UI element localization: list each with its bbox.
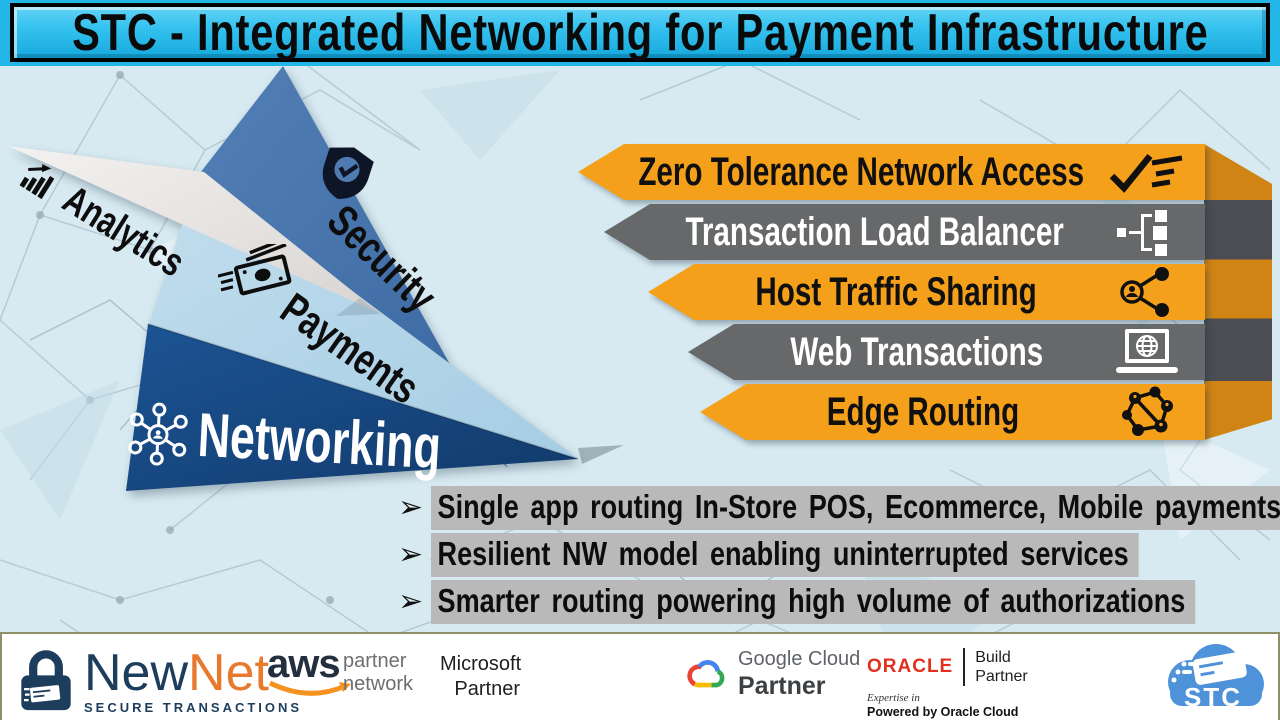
stc-wordmark: STC — [1184, 682, 1242, 712]
banner-web-transactions: Web Transactions — [688, 324, 1205, 380]
fan-segment-analytics: Analytics — [14, 152, 229, 310]
bar-chart-icon — [19, 163, 55, 199]
banner-label: Host Traffic Sharing — [755, 269, 1038, 314]
banner-arrow-shape — [700, 384, 1205, 440]
network-cluster-icon — [1103, 384, 1191, 440]
oracle-build-partner-text: Build Partner — [975, 649, 1028, 685]
fan-label-analytics: Analytics — [55, 177, 192, 286]
arrow-bullet-icon: ➢ — [398, 537, 424, 572]
user-share-icon — [1103, 264, 1191, 320]
bullet-text: Single app routing In-Store POS, Ecommer… — [431, 486, 1280, 530]
fan-tip-shadow — [578, 445, 624, 464]
network-hub-icon — [128, 402, 188, 466]
banner-block-side-fold — [1204, 144, 1272, 440]
banner-label: Transaction Load Balancer — [685, 209, 1064, 254]
load-balancer-tree-icon — [1103, 204, 1191, 260]
oracle-expertise-label: Expertise in — [867, 692, 920, 704]
google-cloud-partner-text: Google Cloud Partner — [738, 648, 861, 700]
fan-segment-networking: Networking — [124, 396, 537, 488]
oracle-powered-label: Powered by Oracle Cloud — [867, 705, 1019, 719]
aws-wordmark: aws — [267, 642, 341, 686]
banner-edge-routing: Edge Routing — [700, 384, 1205, 440]
page-title: STC - Integrated Networking for Payment … — [71, 3, 1209, 62]
footer-partner-bar: NewNet SECURE TRANSACTIONS aws partner n… — [0, 632, 1280, 720]
arrow-bullet-icon: ➢ — [398, 490, 424, 525]
google-cloud-partner-logo: Google Cloud Partner — [682, 648, 860, 701]
fan-label-networking: Networking — [196, 400, 443, 483]
divider — [963, 648, 966, 686]
aws-partner-network-label: partner network — [343, 650, 414, 695]
microsoft-partner-logo: Microsoft Partner — [440, 653, 522, 700]
arrow-bullet-icon: ➢ — [398, 584, 424, 619]
banner-label: Edge Routing — [826, 389, 1019, 434]
banner-zero-tolerance: Zero Tolerance Network Access — [578, 144, 1205, 200]
oracle-wordmark: ORACLE — [867, 656, 954, 677]
laptop-globe-icon — [1103, 324, 1191, 380]
checklist-check-icon — [1103, 144, 1191, 200]
title-box: STC - Integrated Networking for Payment … — [10, 3, 1270, 62]
aws-partner-logo: aws partner network — [267, 642, 413, 705]
bullet-text: Smarter routing powering high volume of … — [431, 580, 1196, 624]
newnet-logo: NewNet SECURE TRANSACTIONS — [14, 647, 303, 715]
bullet-text: Resilient NW model enabling uninterrupte… — [431, 533, 1139, 577]
bullet-item: ➢ Single app routing In-Store POS, Ecomm… — [398, 486, 1280, 530]
padlock-icon — [21, 650, 71, 711]
oracle-build-partner-logo: ORACLE Build Partner Expertise in Powere… — [867, 648, 1028, 719]
fan-label-security: Security — [317, 196, 446, 322]
stc-cloud-logo: STC — [1154, 640, 1272, 720]
bullet-item: ➢ Smarter routing powering high volume o… — [398, 580, 1280, 624]
google-cloud-icon — [687, 659, 725, 687]
banner-host-traffic-sharing: Host Traffic Sharing — [648, 264, 1205, 320]
aws-smile-icon — [268, 680, 351, 696]
banner-label: Zero Tolerance Network Access — [638, 149, 1085, 194]
newnet-tagline: SECURE TRANSACTIONS — [84, 700, 303, 715]
banner-load-balancer: Transaction Load Balancer — [604, 204, 1205, 260]
banner-label: Web Transactions — [790, 329, 1043, 374]
bullet-item: ➢ Resilient NW model enabling uninterrup… — [398, 533, 1280, 577]
title-banner: STC - Integrated Networking for Payment … — [0, 0, 1280, 66]
